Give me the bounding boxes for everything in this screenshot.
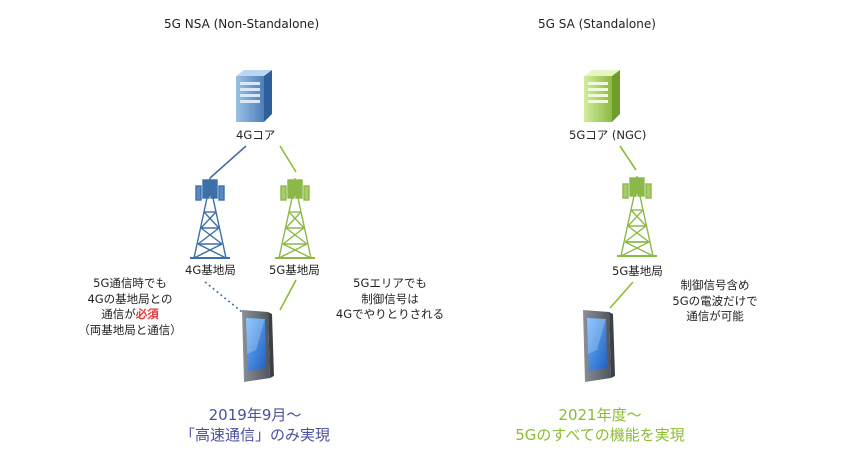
cell-tower-icon (275, 178, 315, 259)
nsa-left-note: 5G通信時でも 4Gの基地局との 通信が必須 （両基地局と通信） (70, 276, 190, 338)
nsa-core-label: 4Gコア (236, 128, 276, 142)
sa-core-label: 5Gコア (NGC) (569, 128, 647, 142)
timeline-desc: 5Gのすべての機能を実現 (515, 426, 685, 444)
link-5gstation-phone-sa (609, 281, 634, 309)
nsa-4g-station-label: 4G基地局 (185, 263, 236, 277)
note-line: 5Gの電波だけで (672, 293, 758, 308)
note-line: 制御信号は (361, 291, 419, 306)
link-4gcore-4gstation (209, 145, 247, 179)
nsa-5g-station-label: 5G基地局 (269, 263, 320, 277)
timeline-desc: 「高速通信」のみ実現 (179, 426, 330, 444)
cell-tower-icon (617, 176, 657, 257)
server-icon (236, 70, 272, 122)
sa-timeline: 2021年度～ 5Gのすべての機能を実現 (495, 405, 705, 445)
server-icon (584, 70, 620, 122)
sa-note: 制御信号含め 5Gの電波だけで 通信が可能 (660, 278, 770, 325)
nsa-right-note: 5Gエリアでも 制御信号は 4Gでやりとりされる (330, 276, 450, 323)
cell-tower-icon (190, 178, 230, 259)
note-line: 制御信号含め (680, 278, 750, 292)
note-line: 4Gの基地局との (87, 291, 173, 306)
note-line: 通信が可能 (686, 309, 744, 323)
link-5gcore-5gstation (619, 145, 637, 171)
note-text: 通信が (101, 307, 136, 321)
sa-title: 5G SA (Standalone) (538, 17, 656, 31)
link-5gstation-phone (279, 279, 297, 311)
sa-5g-station-label: 5G基地局 (612, 264, 663, 278)
note-line: 5G通信時でも (93, 276, 167, 290)
smartphone-icon (583, 310, 615, 382)
link-4gstation-phone (204, 281, 243, 313)
nsa-title: 5G NSA (Non-Standalone) (164, 17, 320, 31)
note-line: （両基地局と通信） (78, 322, 182, 337)
note-line: 5Gエリアでも (353, 276, 427, 290)
smartphone-icon (242, 310, 274, 382)
link-4gcore-5gstation (279, 145, 297, 173)
nsa-timeline: 2019年9月～ 「高速通信」のみ実現 (160, 405, 350, 445)
timeline-date: 2021年度～ (558, 406, 642, 424)
note-line: 通信が必須 (70, 307, 190, 323)
emphasis-text: 必須 (135, 307, 159, 321)
timeline-date: 2019年9月～ (208, 406, 302, 424)
note-line: 4Gでやりとりされる (335, 307, 445, 321)
